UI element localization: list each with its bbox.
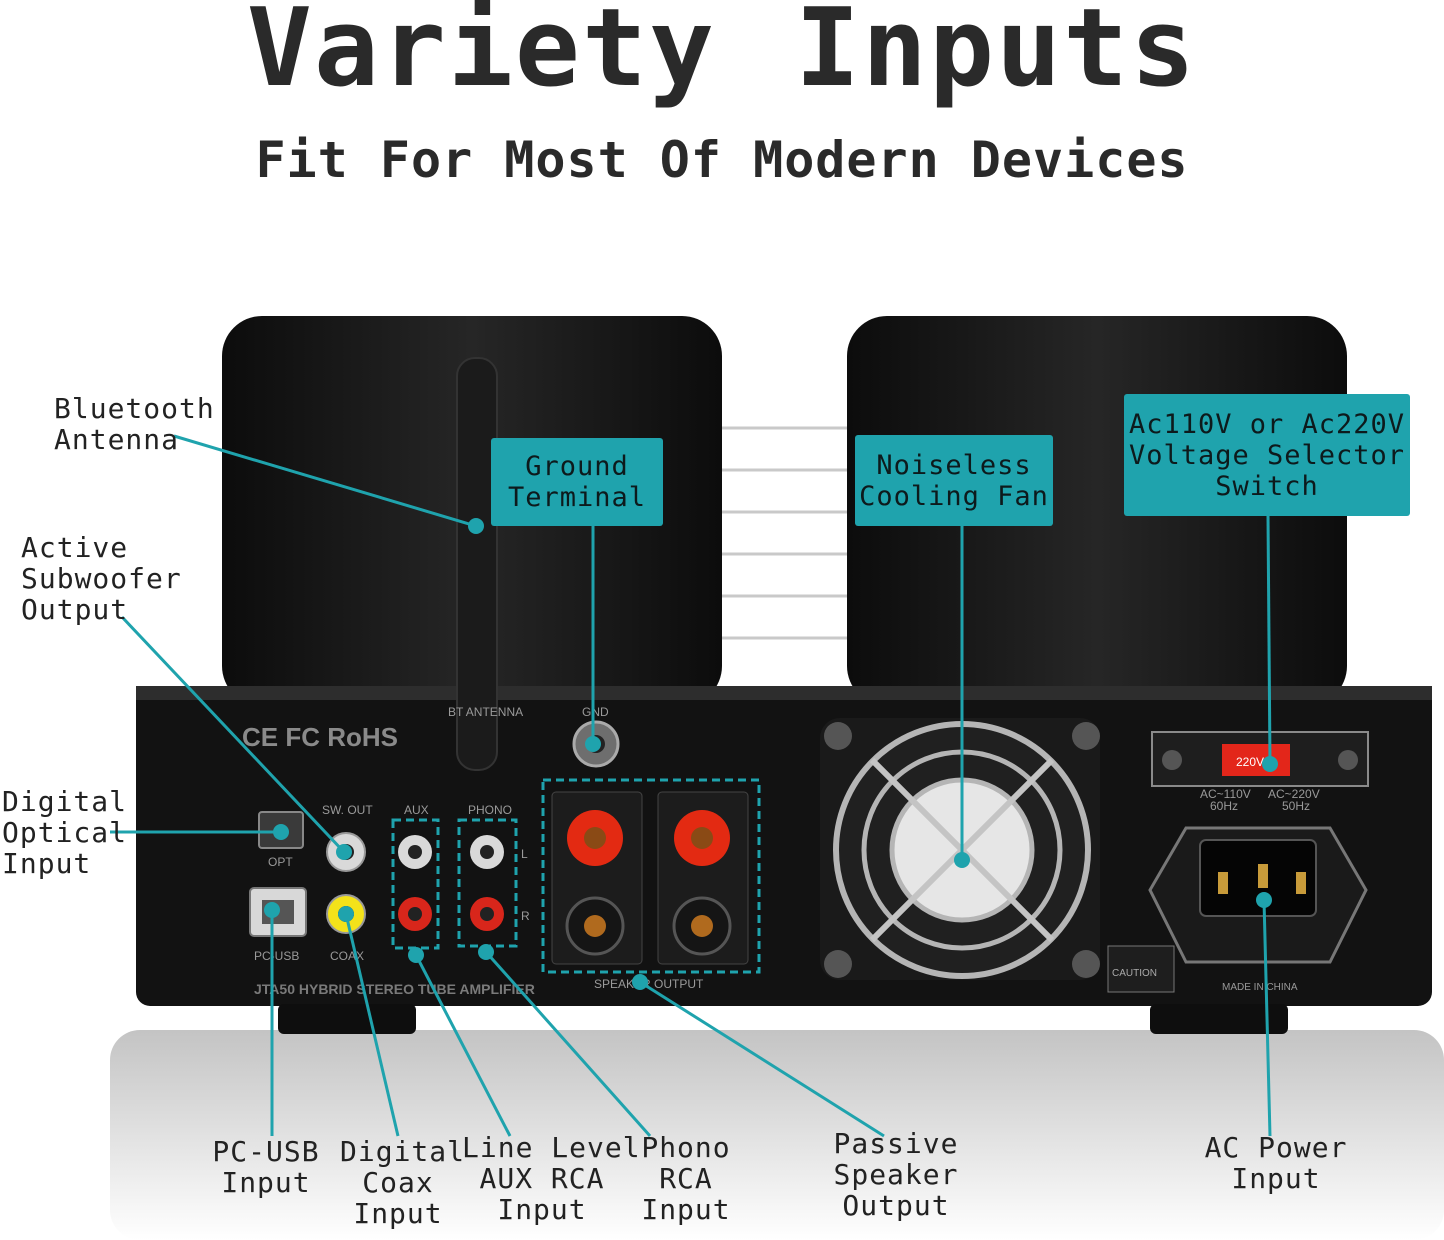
label-digital-optical-input: Digital Optical Input (2, 785, 128, 880)
label-pc-usb-input: PC-USB Input (212, 1135, 320, 1199)
gnd-text: GND (582, 705, 609, 719)
leader-lines (110, 434, 1272, 1138)
label-active-subwoofer-output: Active Subwoofer Output (21, 531, 182, 626)
leader-dots (264, 518, 1278, 990)
model-text: JTA50 HYBRID STEREO TUBE AMPLIFIER (254, 981, 535, 997)
label-line-level-aux-input: Line Level AUX RCA Input (462, 1131, 641, 1226)
svg-text:L: L (521, 847, 528, 861)
left-foot (278, 1004, 416, 1034)
tube-cage (722, 426, 847, 640)
page-subtitle: Fit For Most Of Modern Devices (255, 131, 1189, 189)
callout-ground-terminal: Ground Terminal (491, 438, 663, 526)
callout-voltage-selector: Ac110V or Ac220V Voltage Selector Switch (1124, 394, 1410, 516)
label-bluetooth-antenna: Bluetooth Antenna (54, 392, 215, 456)
label-passive-speaker-output: Passive Speaker Output (833, 1127, 959, 1222)
voltage-switch (1222, 744, 1290, 776)
svg-text:AC~220V: AC~220V (1268, 787, 1320, 801)
floor-reflection (110, 1030, 1444, 1240)
svg-text:AUX: AUX (404, 803, 429, 817)
page-title: Variety Inputs (246, 0, 1198, 111)
svg-text:PHONO: PHONO (468, 803, 512, 817)
bluetooth-antenna-part (456, 357, 498, 771)
callout-cooling-fan: Noiseless Cooling Fan (855, 435, 1053, 526)
svg-text:220V: 220V (1236, 755, 1264, 769)
svg-text:SPEAKER OUTPUT: SPEAKER OUTPUT (594, 977, 704, 991)
label-digital-coax-input: Digital Coax Input (340, 1135, 466, 1230)
cert-marks: CE FC RoHS (242, 722, 398, 752)
svg-text:AC~110V: AC~110V (1200, 787, 1251, 801)
right-foot (1150, 1004, 1288, 1034)
speaker-outline (541, 778, 761, 974)
svg-text:OPT: OPT (268, 855, 293, 869)
label-phono-rca-input: Phono RCA Input (641, 1131, 731, 1226)
svg-text:50Hz: 50Hz (1282, 799, 1310, 813)
svg-text:PC-USB: PC-USB (254, 949, 299, 963)
svg-text:SW. OUT: SW. OUT (322, 803, 373, 817)
svg-text:60Hz: 60Hz (1210, 799, 1238, 813)
svg-text:CAUTION: CAUTION (1112, 968, 1157, 979)
bt-antenna-text: BT ANTENNA (448, 705, 523, 719)
svg-text:MADE IN CHINA: MADE IN CHINA (1222, 982, 1298, 993)
label-ac-power-input: AC Power Input (1204, 1131, 1348, 1195)
svg-text:COAX: COAX (330, 949, 364, 963)
svg-text:R: R (521, 909, 530, 923)
